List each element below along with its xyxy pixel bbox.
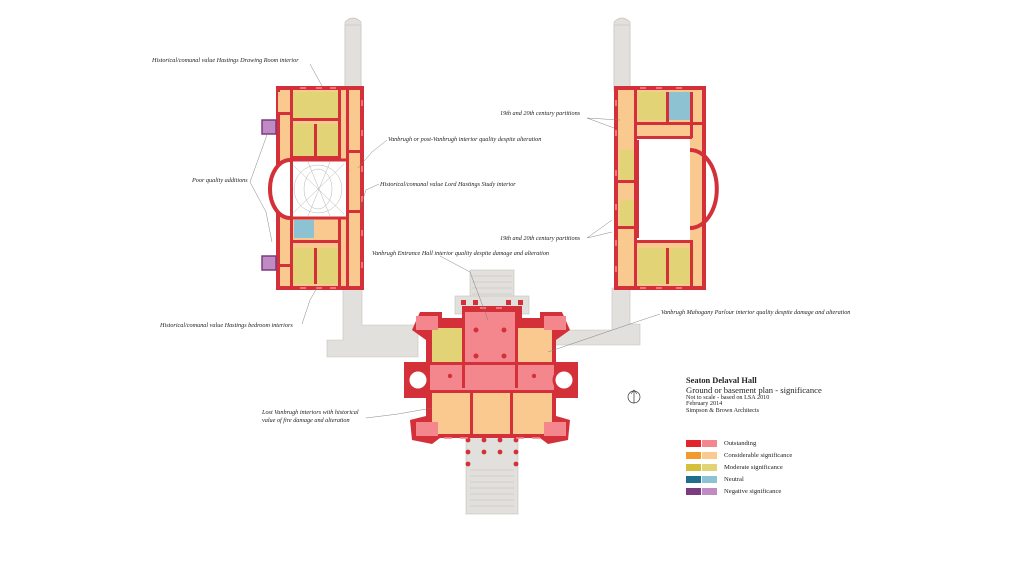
legend-swatch-dark	[686, 439, 701, 447]
plan-title: Ground or basement plan - significance	[686, 384, 822, 395]
legend-label: Negative significance	[724, 487, 782, 495]
leader-lines	[249, 63, 661, 419]
east-wing	[614, 86, 719, 290]
steps-hatching	[470, 275, 514, 507]
legend-label: Neutral	[724, 475, 744, 483]
legend-label: Moderate significance	[724, 463, 783, 471]
annotation-study-interior: Historical/comunal value Lord Hastings S…	[379, 181, 516, 188]
legend-label: Considerable significance	[724, 451, 793, 459]
title-block: Seaton Delaval Hall Ground or basement p…	[686, 376, 886, 414]
annotations: Historical/comunal value Hastings Drawin…	[151, 57, 850, 424]
site-title: Seaton Delaval Hall	[686, 376, 757, 385]
legend-swatch-dark	[686, 463, 701, 471]
legend-swatch-light	[702, 463, 717, 471]
annotation-partitions-north: 19th and 20th century partitions	[500, 110, 581, 117]
legend-swatch-light	[702, 487, 717, 495]
legend-item-considerable: Considerable significance	[686, 449, 792, 461]
annotation-lost-interiors-line1: Lost Vanbrugh interiors with historical	[261, 409, 359, 416]
grey-context	[326, 17, 641, 515]
annotation-poor-additions: Poor quality additions	[191, 177, 248, 184]
legend-label: Outstanding	[724, 439, 757, 447]
legend-item-neutral: Neutral	[686, 473, 792, 485]
legend-swatch-light	[702, 475, 717, 483]
legend-swatch-light	[702, 451, 717, 459]
annotation-bedroom-interiors: Historical/comunal value Hastings bedroo…	[159, 322, 293, 329]
annotation-lost-interiors-line2: value of fire damage and alteration	[262, 417, 350, 424]
scale-note: Not to scale - based on LSA 2010	[686, 393, 770, 401]
annotation-partitions-south: 19th and 20th century partitions	[500, 235, 581, 242]
legend-swatch-dark	[686, 475, 701, 483]
plan-date: February 2014	[686, 400, 723, 408]
annotation-vanbrugh-interior: Vanbrugh or post-Vanbrugh interior quali…	[388, 136, 541, 143]
west-wing	[261, 86, 364, 290]
legend: Outstanding Considerable significance Mo…	[686, 437, 792, 497]
central-block	[404, 306, 578, 444]
legend-item-negative: Negative significance	[686, 485, 792, 497]
north-arrow-icon	[627, 389, 641, 404]
legend-swatch-dark	[686, 451, 701, 459]
author: Simpson & Brown Architects	[686, 406, 760, 414]
legend-swatch-light	[702, 439, 717, 447]
legend-item-moderate: Moderate significance	[686, 461, 792, 473]
legend-item-outstanding: Outstanding	[686, 437, 792, 449]
annotation-entrance-hall: Vanbrugh Entrance Hall interior quality …	[372, 250, 549, 257]
legend-swatch-dark	[686, 487, 701, 495]
annotation-mahogany-parlour: Vanbrugh Mahogany Parlour interior quali…	[661, 309, 850, 316]
annotation-drawing-room: Historical/comunal value Hastings Drawin…	[151, 57, 299, 64]
step-columns	[461, 300, 523, 467]
